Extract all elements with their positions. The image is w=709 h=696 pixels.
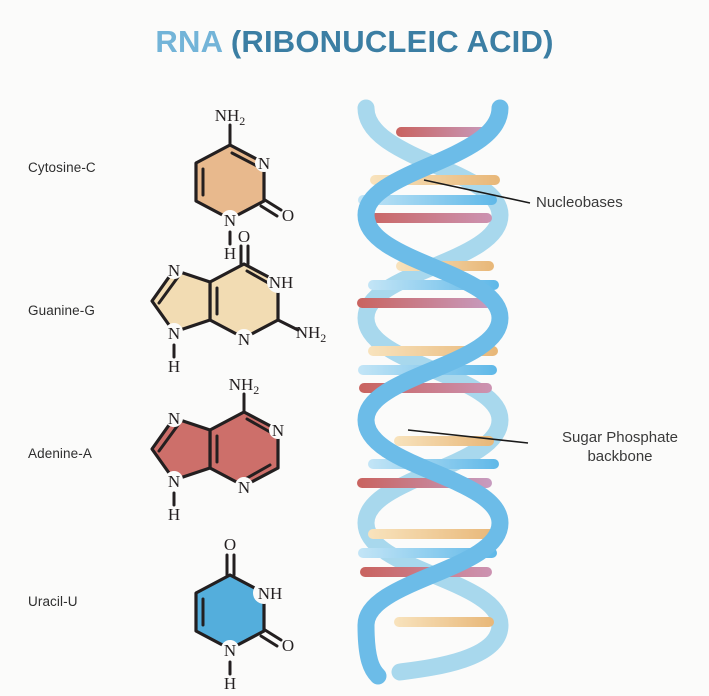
guanine-atom-upper-left: N: [168, 261, 180, 280]
guanine-atom-lower-left: N: [168, 324, 180, 343]
nucleobase-bar: [368, 529, 497, 539]
molecule-label-cytosine: Cytosine-C: [28, 160, 96, 175]
nucleobase-bar: [358, 195, 497, 205]
nucleobase-bar: [357, 298, 492, 308]
guanine-double-bond-cn: [245, 269, 272, 286]
adenine-six-ring: [208, 410, 280, 488]
uracil-nh-mask: [253, 582, 275, 604]
leader-line-nucleobases: [423, 179, 531, 204]
nucleobase-bar: [370, 175, 500, 185]
adenine-atom-lower-left: N: [168, 472, 180, 491]
page-title: RNA (RIBONUCLEIC ACID): [0, 24, 709, 60]
molecule-label-uracil: Uracil-U: [28, 594, 78, 609]
title-rest: (RIBONUCLEIC ACID): [230, 24, 554, 59]
nucleobase-bar: [394, 436, 494, 446]
guanine-bond-nh2: [276, 318, 300, 332]
guanine-atom-lower-right: NH2: [296, 323, 327, 345]
molecule-guanine: O NH NH2 N N N H: [118, 227, 326, 400]
title-rna: RNA: [155, 24, 223, 59]
adenine-double-bond-cn-bottom: [245, 463, 272, 480]
cytosine-bond-o-b: [259, 204, 279, 218]
guanine-atom-right: NH: [269, 273, 294, 292]
guanine-n-lower-left-mask: [165, 323, 183, 341]
adenine-n-lower-left-mask: [165, 471, 183, 489]
nucleobase-bar: [358, 365, 497, 375]
adenine-atom-bottom: N: [238, 478, 250, 497]
guanine-nh-mask: [267, 271, 289, 293]
nucleobase-bar: [360, 567, 492, 577]
guanine-atom-top: O: [238, 227, 250, 246]
nucleobase-bar: [357, 478, 492, 488]
cytosine-atom-bottom-h: H: [224, 244, 236, 263]
adenine-atom-lower-left-h: H: [168, 505, 180, 524]
adenine-double-bond-five: [157, 423, 180, 453]
guanine-double-bond-five: [157, 275, 180, 305]
cytosine-n-mask: [255, 154, 273, 172]
cytosine-atom-bottom: N: [224, 211, 236, 230]
guanine-atom-lower-left-h: H: [168, 357, 180, 376]
nucleobase-bar: [368, 280, 499, 290]
leader-line-sugar-phosphate: [407, 429, 529, 444]
nucleobase-bar: [368, 346, 498, 356]
cytosine-atom-upper-right: N: [258, 154, 270, 173]
helix-front-strand: [357, 99, 509, 685]
guanine-n-bottom-mask: [235, 329, 253, 347]
nucleobase-bar: [368, 459, 499, 469]
helix-nucleobase-bars: [357, 127, 500, 627]
cytosine-ring: [194, 143, 266, 221]
helix-back-path: [357, 99, 509, 681]
uracil-ring: [194, 573, 266, 651]
nucleobase-bar: [396, 127, 492, 137]
guanine-atom-bottom: N: [238, 330, 250, 349]
cytosine-bond-o-a: [263, 198, 283, 212]
adenine-double-bond-cn-top: [245, 417, 272, 434]
helix-back-strand: [357, 99, 509, 681]
uracil-atom-top: O: [224, 535, 236, 554]
guanine-n-upper-left-mask: [165, 261, 183, 279]
nucleobase-bar: [396, 261, 494, 271]
uracil-atom-lower-right: O: [282, 636, 294, 655]
adenine-atom-upper-left: N: [168, 409, 180, 428]
uracil-atom-upper-right: NH: [258, 584, 283, 603]
cytosine-nh-mask: [221, 210, 239, 228]
cytosine-atom-top: NH2: [215, 106, 246, 128]
uracil-atom-bottom-h: H: [224, 674, 236, 693]
molecule-uracil: O NH O N H: [160, 535, 330, 693]
adenine-atom-top: NH2: [229, 375, 260, 397]
molecule-cytosine: NH2 N O N H: [160, 105, 320, 263]
adenine-n-upper-left-mask: [165, 409, 183, 427]
uracil-n-mask: [221, 640, 239, 658]
adenine-n-right-mask: [269, 421, 287, 439]
cytosine-double-bond-cn: [230, 151, 259, 168]
uracil-atom-bottom: N: [224, 641, 236, 660]
uracil-bond-o-right-a: [263, 628, 283, 642]
callout-sugar-phosphate: Sugar Phosphate backbone: [562, 429, 678, 465]
nucleobase-bar: [394, 617, 494, 627]
nucleobase-bar: [360, 213, 492, 223]
helix-front-path: [357, 99, 509, 685]
nucleobase-bar: [359, 383, 492, 393]
molecule-label-guanine: Guanine-G: [28, 303, 95, 318]
callout-nucleobases: Nucleobases: [536, 194, 623, 211]
cytosine-atom-lower-right: O: [282, 206, 294, 225]
uracil-bond-o-right-b: [259, 634, 279, 648]
molecule-label-adenine: Adenine-A: [28, 446, 92, 461]
molecule-adenine: NH2 N N N N H: [118, 375, 318, 548]
adenine-n-bottom-mask: [235, 477, 253, 495]
adenine-atom-right: N: [272, 421, 284, 440]
nucleobase-bar: [358, 548, 497, 558]
